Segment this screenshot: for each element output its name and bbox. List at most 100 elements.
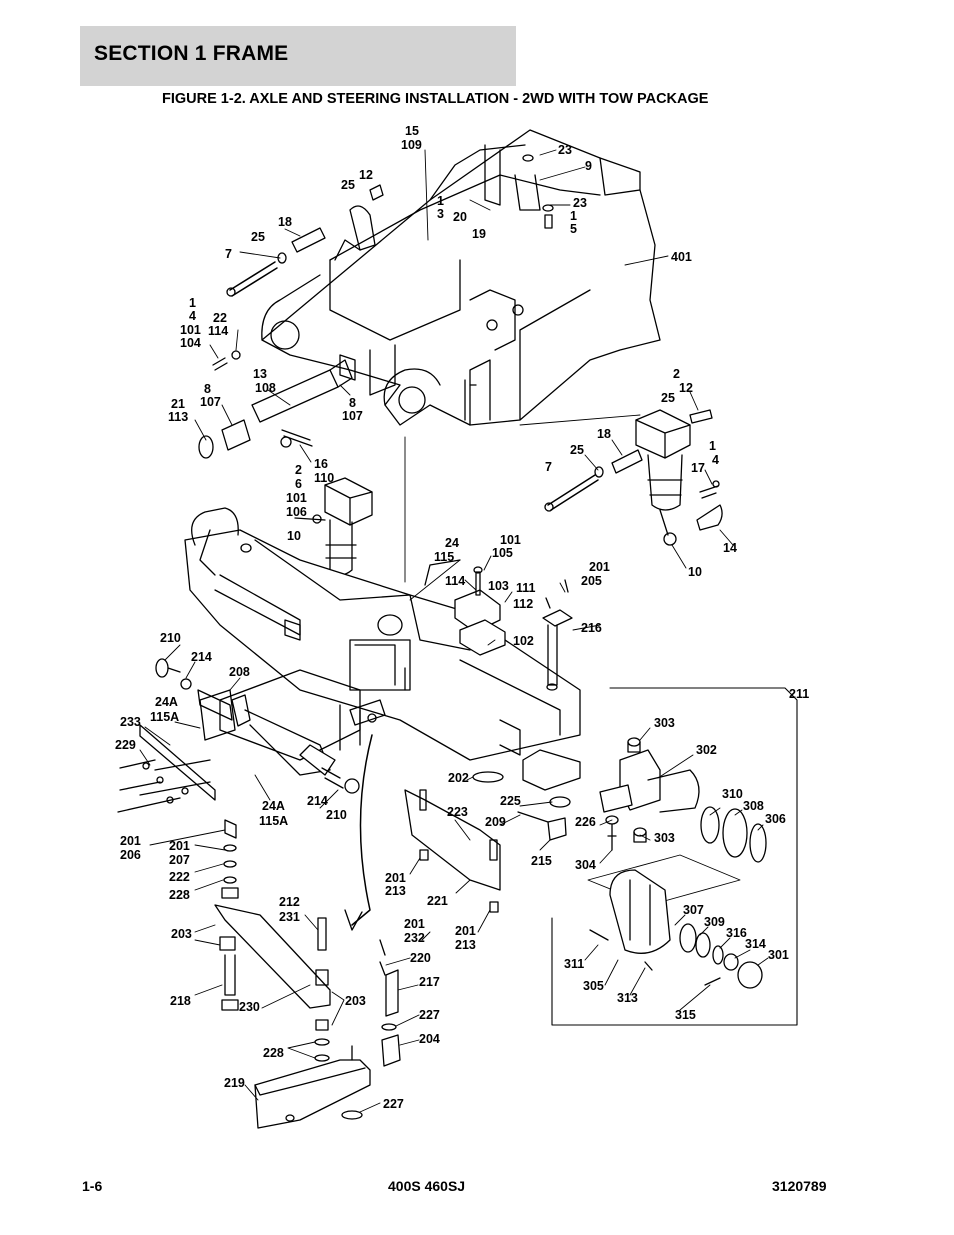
callout-214: 214 — [191, 650, 212, 664]
callout-214: 214 — [307, 794, 328, 808]
callout-303: 303 — [654, 831, 675, 845]
callout-12: 12 — [359, 168, 373, 182]
callout-9: 9 — [585, 159, 592, 173]
callout-305: 305 — [583, 979, 604, 993]
callout-15: 15 — [405, 124, 419, 138]
callout-10: 10 — [287, 529, 301, 543]
callout-101: 101 — [500, 533, 521, 547]
callout-7: 7 — [545, 460, 552, 474]
callout-114: 114 — [208, 324, 228, 338]
callout-17: 17 — [691, 461, 705, 475]
figure-title: FIGURE 1-2. AXLE AND STEERING INSTALLATI… — [162, 91, 709, 107]
callout-104: 104 — [180, 336, 201, 350]
callout-215: 215 — [531, 854, 552, 868]
callout-1: 1 — [437, 194, 444, 208]
callout-113: 113 — [168, 410, 188, 424]
callout-3: 3 — [437, 207, 444, 221]
lower-link-assembly — [214, 734, 501, 1129]
callout-5: 5 — [570, 222, 577, 236]
callout-210: 210 — [326, 808, 347, 822]
callout-229: 229 — [115, 738, 136, 752]
callout-201: 201 — [169, 839, 190, 853]
callout-25: 25 — [341, 178, 355, 192]
callout-227: 227 — [419, 1008, 440, 1022]
callout-210: 210 — [160, 631, 181, 645]
footer-doc-number: 3120789 — [772, 1178, 827, 1194]
callout-25: 25 — [570, 443, 584, 457]
callout-212: 212 — [279, 895, 300, 909]
callout-230: 230 — [239, 1000, 260, 1014]
callout-21: 21 — [171, 397, 185, 411]
callout-1: 1 — [189, 296, 196, 310]
callout-205: 205 — [581, 574, 602, 588]
steering-cylinder-left — [294, 477, 373, 576]
callout-213: 213 — [455, 938, 476, 952]
callout-208: 208 — [229, 665, 250, 679]
callout-308: 308 — [743, 799, 764, 813]
callout-204: 204 — [419, 1032, 440, 1046]
callout-304: 304 — [575, 858, 596, 872]
callout-22: 22 — [213, 311, 227, 325]
axle-weldment — [184, 507, 581, 791]
callout-24a: 24A — [262, 799, 285, 813]
callout-315: 315 — [675, 1008, 696, 1022]
callout-112: 112 — [513, 597, 533, 611]
callout-20: 20 — [453, 210, 467, 224]
callout-201: 201 — [404, 917, 425, 931]
callout-201: 201 — [120, 834, 141, 848]
callout-201: 201 — [385, 871, 406, 885]
callout-8: 8 — [349, 396, 356, 410]
callout-314: 314 — [745, 937, 766, 951]
callout-103: 103 — [488, 579, 509, 593]
callout-311: 311 — [564, 957, 584, 971]
pins-and-bushings — [198, 154, 723, 531]
spindle-hub-assembly — [551, 687, 798, 1026]
callout-1: 1 — [570, 209, 577, 223]
callout-4: 4 — [712, 453, 719, 467]
callout-217: 217 — [419, 975, 440, 989]
callout-2: 2 — [673, 367, 680, 381]
tie-rod-assembly — [117, 658, 360, 813]
callout-7: 7 — [225, 247, 232, 261]
callout-25: 25 — [661, 391, 675, 405]
callout-219: 219 — [224, 1076, 245, 1090]
callout-201: 201 — [589, 560, 610, 574]
callout-13: 13 — [253, 367, 267, 381]
callout-101: 101 — [180, 323, 201, 337]
callout-207: 207 — [169, 853, 190, 867]
leader-lines — [139, 149, 769, 1113]
callout-110: 110 — [314, 471, 334, 485]
callout-222: 222 — [169, 870, 190, 884]
callout-6: 6 — [295, 477, 302, 491]
callout-101: 101 — [286, 491, 307, 505]
callout-206: 206 — [120, 848, 141, 862]
callout-227: 227 — [383, 1097, 404, 1111]
callout-301: 301 — [768, 948, 789, 962]
callout-213: 213 — [385, 884, 406, 898]
footer-page-number: 1-6 — [82, 1178, 103, 1194]
callout-302: 302 — [696, 743, 717, 757]
callout-107: 107 — [200, 395, 221, 409]
callout-232: 232 — [404, 931, 425, 945]
callout-211: 211 — [789, 687, 809, 701]
callout-115a: 115A — [150, 710, 179, 724]
callout-19: 19 — [472, 227, 486, 241]
callout-115a: 115A — [259, 814, 288, 828]
callout-202: 202 — [448, 771, 469, 785]
callout-114: 114 — [445, 574, 465, 588]
steering-cylinder-right — [635, 409, 691, 546]
callout-228: 228 — [169, 888, 190, 902]
callout-309: 309 — [704, 915, 725, 929]
callout-306: 306 — [765, 812, 786, 826]
callout-23: 23 — [558, 143, 572, 157]
callout-401: 401 — [671, 250, 692, 264]
callout-2: 2 — [295, 463, 302, 477]
callout-209: 209 — [485, 815, 506, 829]
callout-25: 25 — [251, 230, 265, 244]
callout-220: 220 — [410, 951, 431, 965]
callout-111: 111 — [516, 581, 536, 595]
callout-203: 203 — [171, 927, 192, 941]
footer-models: 400S 460SJ — [388, 1178, 466, 1194]
